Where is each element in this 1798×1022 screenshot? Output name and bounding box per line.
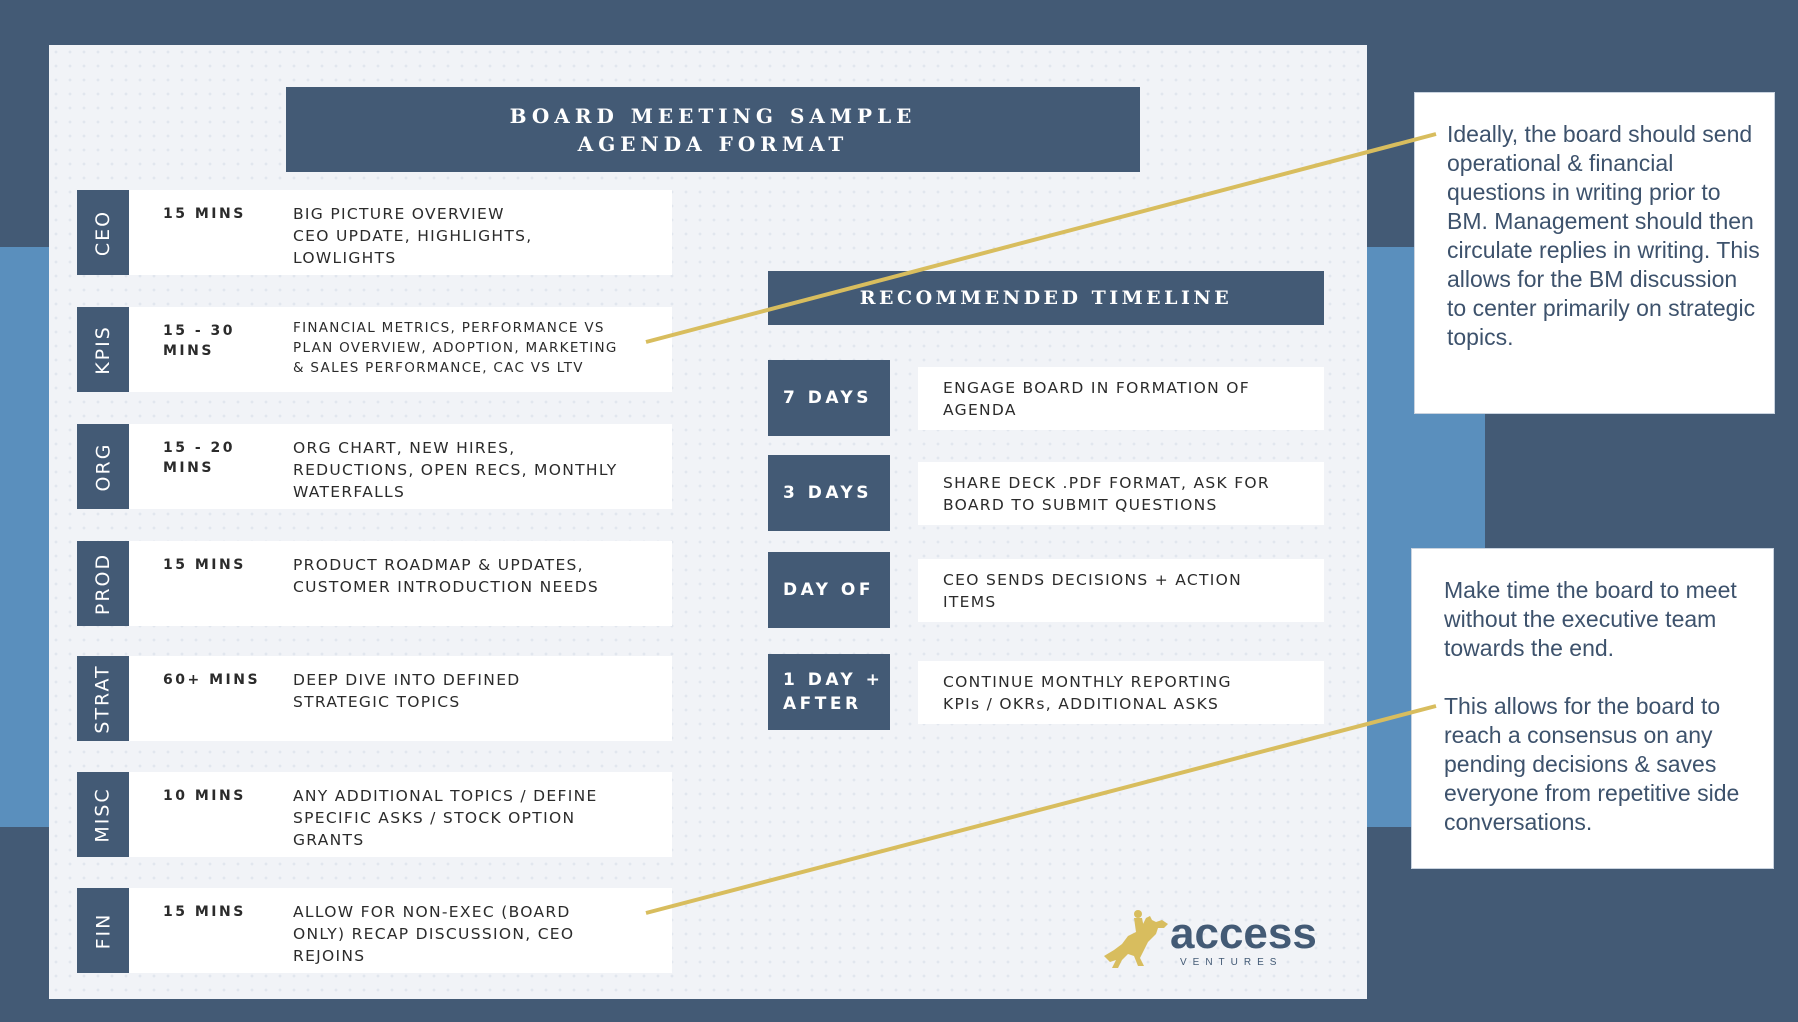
agenda-tag: KPIS xyxy=(77,307,129,392)
timeline-description: CONTINUE MONTHLY REPORTING KPIs / OKRs, … xyxy=(918,661,1324,724)
agenda-duration: 15 - 30 MINS xyxy=(163,323,236,359)
agenda-tag: MISC xyxy=(77,772,129,857)
agenda-description: ANY ADDITIONAL TOPICS / DEFINE SPECIFIC … xyxy=(293,787,598,849)
agenda-row-org: ORG 15 - 20 MINS ORG CHART, NEW HIRES, R… xyxy=(77,424,672,509)
agenda-duration: 15 MINS xyxy=(163,904,246,920)
note-text: Make time the board to meet without the … xyxy=(1444,577,1737,661)
agenda-tag: FIN xyxy=(77,888,129,973)
agenda-duration: 15 - 20 MINS xyxy=(163,440,236,476)
agenda-duration: 10 MINS xyxy=(163,788,246,804)
agenda-description: ORG CHART, NEW HIRES, REDUCTIONS, OPEN R… xyxy=(293,439,618,501)
agenda-description: PRODUCT ROADMAP & UPDATES, CUSTOMER INTR… xyxy=(293,556,600,596)
logo-subtitle: VENTURES xyxy=(1180,957,1283,968)
agenda-description: ALLOW FOR NON-EXEC (BOARD ONLY) RECAP DI… xyxy=(293,903,575,965)
agenda-row-kpis: KPIS 15 - 30 MINS FINANCIAL METRICS, PER… xyxy=(77,307,672,392)
title-line-2: AGENDA FORMAT xyxy=(577,131,849,156)
timeline-description: SHARE DECK .PDF FORMAT, ASK FOR BOARD TO… xyxy=(918,462,1324,525)
logo-wordmark: access xyxy=(1170,909,1317,958)
timeline-label: 7 DAYS xyxy=(768,360,890,436)
agenda-duration: 15 MINS xyxy=(163,557,246,573)
timeline-label: 1 DAY + AFTER xyxy=(768,654,890,730)
agenda-tag: PROD xyxy=(77,541,129,626)
agenda-duration: 60+ MINS xyxy=(163,672,261,688)
timeline-description: ENGAGE BOARD IN FORMATION OF AGENDA xyxy=(918,367,1324,430)
timeline-label: 3 DAYS xyxy=(768,455,890,531)
agenda-duration: 15 MINS xyxy=(163,206,246,222)
title-line-1: BOARD MEETING SAMPLE xyxy=(509,103,917,128)
timeline-heading: RECOMMENDED TIMELINE xyxy=(768,271,1324,325)
agenda-row-prod: PROD 15 MINS PRODUCT ROADMAP & UPDATES, … xyxy=(77,541,672,626)
agenda-tag: CEO xyxy=(77,190,129,275)
note-text: This allows for the board to reach a con… xyxy=(1444,693,1740,835)
access-ventures-logo: access VENTURES xyxy=(1098,906,1328,976)
page-title: BOARD MEETING SAMPLE AGENDA FORMAT xyxy=(286,87,1140,172)
agenda-row-ceo: CEO 15 MINS BIG PICTURE OVERVIEW CEO UPD… xyxy=(77,190,672,275)
timeline-description: CEO SENDS DECISIONS + ACTION ITEMS xyxy=(918,559,1324,622)
timeline-label: DAY OF xyxy=(768,552,890,628)
agenda-row-misc: MISC 10 MINS ANY ADDITIONAL TOPICS / DEF… xyxy=(77,772,672,857)
agenda-description: FINANCIAL METRICS, PERFORMANCE VS PLAN O… xyxy=(293,320,618,376)
note-questions-in-writing: Ideally, the board should send operation… xyxy=(1414,92,1775,414)
agenda-description: DEEP DIVE INTO DEFINED STRATEGIC TOPICS xyxy=(293,671,521,711)
agenda-row-fin: FIN 15 MINS ALLOW FOR NON-EXEC (BOARD ON… xyxy=(77,888,672,973)
note-board-only-session: Make time the board to meet without the … xyxy=(1411,548,1774,869)
agenda-row-strat: STRAT 60+ MINS DEEP DIVE INTO DEFINED ST… xyxy=(77,656,672,741)
agenda-tag: ORG xyxy=(77,424,129,509)
note-text: Ideally, the board should send operation… xyxy=(1447,121,1760,350)
horse-rider-logo-icon xyxy=(1104,910,1168,968)
agenda-tag: STRAT xyxy=(77,656,129,741)
agenda-description: BIG PICTURE OVERVIEW CEO UPDATE, HIGHLIG… xyxy=(293,205,533,267)
